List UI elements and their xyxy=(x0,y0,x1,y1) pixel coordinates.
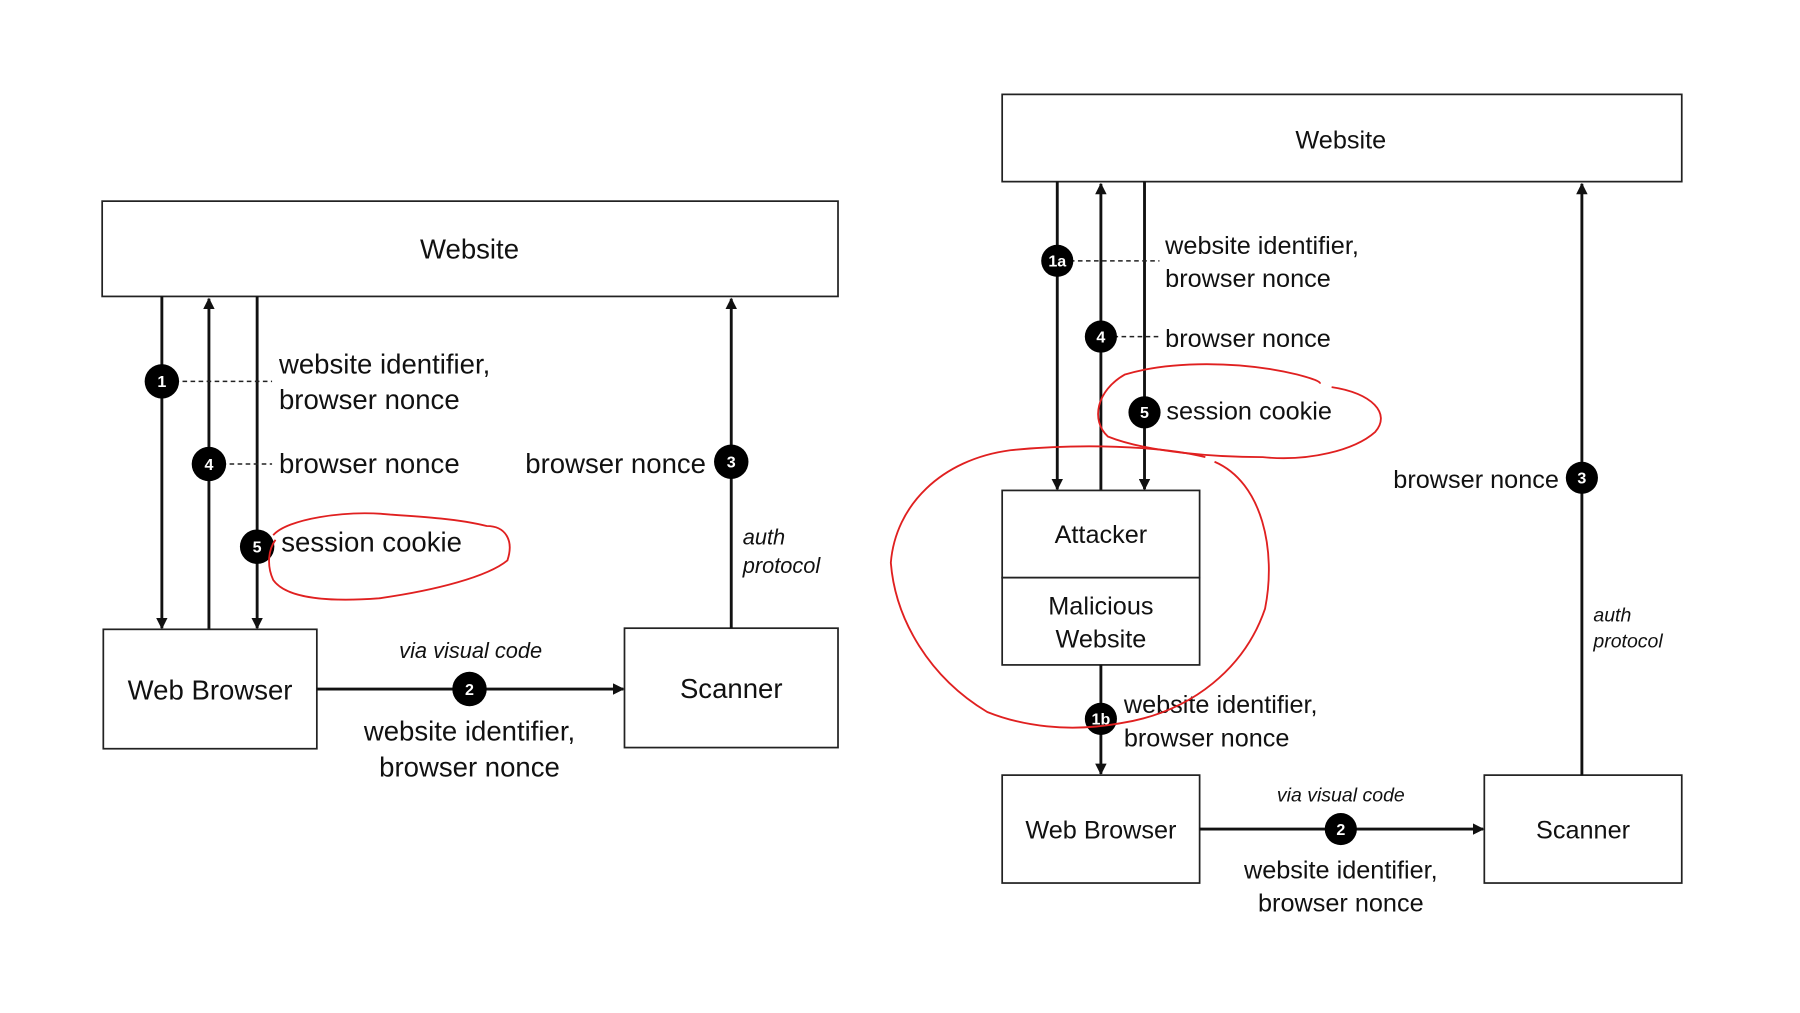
left-step4-number: 4 xyxy=(204,456,213,474)
right-step1a-text-2: browser nonce xyxy=(1165,265,1331,293)
right-attacker-box xyxy=(1001,489,1201,579)
right-step3-number: 3 xyxy=(1577,470,1586,488)
right-step4-badge xyxy=(1084,320,1117,353)
left-step3-text: browser nonce xyxy=(525,448,706,479)
right-step2-badge xyxy=(1324,813,1357,846)
right-malicious-website-box xyxy=(1001,576,1201,666)
left-web-browser-label: Web Browser xyxy=(128,674,293,705)
left-step2-text-1: website identifier, xyxy=(363,716,575,747)
right-step1b-number: 1b xyxy=(1092,711,1111,729)
right-step2-text-1: website identifier, xyxy=(1243,856,1438,884)
left-diagram: Website 1 website identifier, browser no… xyxy=(101,200,839,782)
right-step3-text: browser nonce xyxy=(1393,466,1559,494)
right-step2-text-2: browser nonce xyxy=(1258,890,1424,918)
right-step4-text: browser nonce xyxy=(1165,325,1331,353)
right-web-browser-box xyxy=(1001,774,1201,884)
right-malicious-label-2: Website xyxy=(1056,626,1147,654)
right-auth-protocol-1: auth xyxy=(1593,604,1631,626)
left-scanner-box xyxy=(623,627,839,749)
right-malicious-label-1: Malicious xyxy=(1048,592,1153,620)
left-website-label: Website xyxy=(420,234,519,265)
right-scanner-label: Scanner xyxy=(1536,816,1630,844)
right-attacker-label: Attacker xyxy=(1055,521,1148,549)
right-diagram: Website 1a website identifier, browser n… xyxy=(889,93,1683,918)
left-step1-text-2: browser nonce xyxy=(279,384,460,415)
left-auth-protocol-1: auth xyxy=(743,524,785,549)
left-step5-number: 5 xyxy=(253,538,262,556)
right-step4-number: 4 xyxy=(1096,328,1105,346)
right-step1b-text-2: browser nonce xyxy=(1124,724,1290,752)
right-step1a-number: 1a xyxy=(1048,253,1067,271)
right-step2-number: 2 xyxy=(1336,821,1345,839)
right-step5-number: 5 xyxy=(1140,404,1149,422)
left-session-cookie-annotation xyxy=(268,512,511,601)
left-step2-via: via visual code xyxy=(399,638,542,663)
right-step3-badge xyxy=(1565,461,1598,494)
left-step1-text-1: website identifier, xyxy=(278,348,490,379)
right-attacker-annotation xyxy=(889,445,1270,729)
right-web-browser-label: Web Browser xyxy=(1025,816,1176,844)
left-scanner-label: Scanner xyxy=(680,673,783,704)
left-step4-text: browser nonce xyxy=(279,448,460,479)
right-step2-via: via visual code xyxy=(1277,785,1405,807)
left-step2-badge xyxy=(452,671,487,707)
right-step1a-text-1: website identifier, xyxy=(1164,232,1359,260)
right-auth-protocol-2: protocol xyxy=(1592,631,1663,653)
left-web-browser-box xyxy=(102,628,318,750)
left-step1-number: 1 xyxy=(157,373,166,391)
left-step3-badge xyxy=(714,444,749,479)
left-step1-badge xyxy=(144,364,180,399)
left-step4-badge xyxy=(191,446,227,482)
left-step2-text-2: browser nonce xyxy=(379,751,560,782)
right-step1a-badge xyxy=(1041,244,1074,277)
left-step5-badge xyxy=(239,529,275,564)
right-step5-text: session cookie xyxy=(1166,397,1332,425)
right-website-label: Website xyxy=(1295,126,1386,154)
right-scanner-box xyxy=(1483,774,1683,884)
left-step5-text: session cookie xyxy=(281,526,462,557)
left-step3-number: 3 xyxy=(727,453,736,471)
right-step5-badge xyxy=(1128,396,1161,429)
left-website-box xyxy=(101,200,839,298)
right-session-cookie-annotation xyxy=(1097,363,1382,460)
right-website-box xyxy=(1001,93,1683,183)
left-auth-protocol-2: protocol xyxy=(742,553,822,578)
left-step2-number: 2 xyxy=(465,681,474,699)
